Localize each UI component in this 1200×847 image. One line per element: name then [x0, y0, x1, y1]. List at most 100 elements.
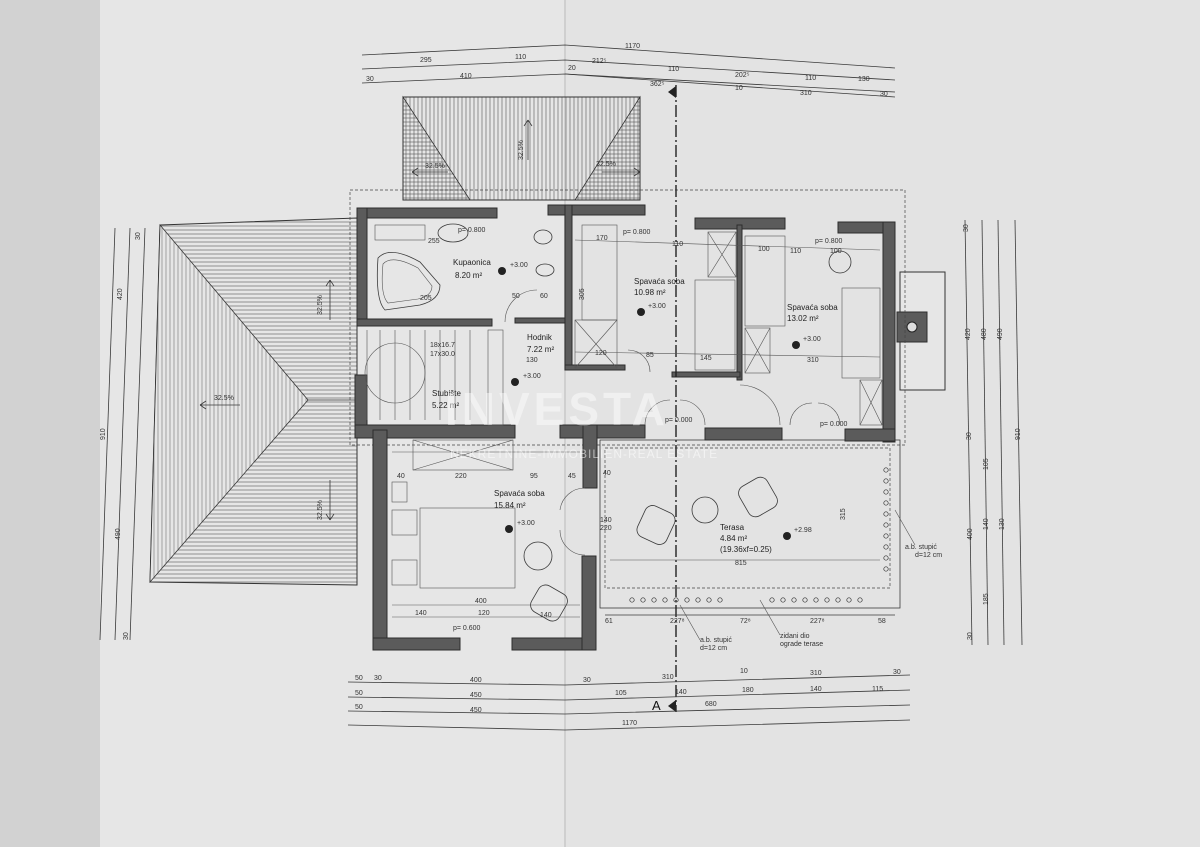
dim-label: 20	[568, 65, 576, 72]
svg-text:Kupaonica: Kupaonica	[453, 258, 491, 267]
svg-text:7.22 m²: 7.22 m²	[527, 345, 554, 354]
svg-text:32.5%: 32.5%	[518, 140, 525, 160]
svg-text:40: 40	[603, 470, 611, 477]
svg-text:Terasa: Terasa	[720, 523, 745, 532]
upper-outline	[349, 189, 906, 446]
svg-text:227⁸: 227⁸	[670, 618, 685, 625]
dim-label: 310	[810, 670, 822, 677]
svg-text:a.b. stupić: a.b. stupić	[905, 544, 937, 551]
svg-text:32.5%: 32.5%	[425, 163, 445, 170]
dim-label: 50	[355, 675, 363, 682]
sill-height: p= 0.800	[458, 227, 486, 234]
left-dimensions: 910 420 490 30 30	[100, 232, 142, 640]
inner-dimensions: 220 95 45 40 140 220 40 400 140 120 140 …	[397, 235, 886, 625]
terrace-railing	[629, 467, 889, 603]
paper-edge	[0, 0, 100, 847]
railing-post	[883, 500, 889, 506]
watermark-tagline: NEKRETNINE-IMMOBILIEN-REAL ESTATE	[450, 447, 718, 461]
svg-text:140: 140	[983, 518, 990, 530]
svg-text:315: 315	[840, 508, 847, 520]
svg-text:310: 310	[807, 357, 819, 364]
svg-text:d=12 cm: d=12 cm	[700, 645, 727, 652]
room-terrace: Terasa 4.84 m² (19.36xf=0.25) +2.98	[720, 523, 812, 554]
svg-text:+3.00: +3.00	[648, 303, 666, 310]
level-marker-icon	[498, 267, 506, 275]
railing-post	[706, 597, 712, 603]
dim-label: 10	[735, 85, 743, 92]
section-marker: A	[652, 698, 661, 713]
staircase	[364, 329, 504, 426]
svg-text:420: 420	[965, 328, 972, 340]
svg-text:32.5%: 32.5%	[317, 500, 324, 520]
svg-text:+3.00: +3.00	[523, 373, 541, 380]
dim-label: 680	[705, 701, 717, 708]
svg-text:145: 145	[700, 355, 712, 362]
svg-text:58: 58	[878, 618, 886, 625]
room-staircase: Stubište 5.22 m² 18x16.7 17x30.0	[430, 342, 461, 410]
sill-height: p= 0.600	[453, 625, 481, 632]
svg-text:490: 490	[997, 328, 1004, 340]
svg-text:185: 185	[983, 593, 990, 605]
dim-label: 30	[583, 677, 591, 684]
railing-post	[883, 555, 889, 561]
svg-text:72⁸: 72⁸	[740, 618, 751, 625]
svg-text:480: 480	[981, 328, 988, 340]
level-marker-icon	[783, 532, 791, 540]
svg-text:a.b. stupić: a.b. stupić	[700, 637, 732, 644]
svg-text:30: 30	[963, 224, 970, 232]
svg-text:Spavaća soba: Spavaća soba	[787, 303, 838, 312]
svg-text:60: 60	[540, 293, 548, 300]
svg-text:5.22 m²: 5.22 m²	[432, 401, 459, 410]
dim-label: 180	[742, 687, 754, 694]
svg-text:100: 100	[830, 248, 842, 255]
dim-label: 140	[675, 689, 687, 696]
svg-text:110: 110	[790, 248, 801, 255]
room-bedroom-1: Spavaća soba 10.98 m² +3.00	[634, 277, 685, 316]
room-hallway: Hodnik 7.22 m² +3.00	[511, 333, 554, 386]
section-arrow-top	[668, 86, 676, 98]
svg-text:910: 910	[100, 428, 107, 440]
svg-text:490: 490	[115, 528, 122, 540]
railing-post	[640, 597, 646, 603]
svg-text:+3.00: +3.00	[517, 520, 535, 527]
svg-text:400: 400	[475, 598, 487, 605]
terrace-inner	[604, 447, 891, 589]
svg-text:45: 45	[568, 473, 576, 480]
dim-top-total: 1170	[625, 43, 640, 50]
right-dimensions: 30 420 480 490 30 105 400 140 130 910 18…	[963, 224, 1022, 640]
svg-text:400: 400	[967, 528, 974, 540]
room-bathroom: Kupaonica 8.20 m² +3.00	[453, 258, 528, 280]
dim-label: 110	[805, 75, 816, 82]
svg-text:105: 105	[983, 458, 990, 470]
level-marker-icon	[505, 525, 513, 533]
dim-label: 410	[460, 73, 472, 80]
svg-text:10.98 m²: 10.98 m²	[634, 288, 666, 297]
railing-post	[695, 597, 701, 603]
railing-post	[780, 597, 786, 603]
sill-height: p= 0.800	[815, 238, 843, 245]
dim-label: 30	[880, 91, 888, 98]
bathroom-fixtures	[374, 223, 555, 323]
railing-annotation: zidani dio ograde terase	[759, 599, 823, 648]
svg-text:815: 815	[735, 560, 747, 567]
railing-post	[883, 489, 889, 495]
level-marker-icon	[637, 308, 645, 316]
svg-text:227⁸: 227⁸	[810, 618, 825, 625]
dim-label: 400	[470, 677, 482, 684]
dimension-lines	[99, 44, 1023, 731]
svg-text:+3.00: +3.00	[803, 336, 821, 343]
dim-label: 295	[420, 57, 432, 64]
dim-label: 310	[800, 90, 812, 97]
railing-post	[883, 566, 889, 572]
dim-label: 115	[872, 686, 883, 693]
railing-post	[629, 597, 635, 603]
svg-text:140: 140	[415, 610, 427, 617]
railing-post	[857, 597, 863, 603]
svg-text:220: 220	[455, 473, 467, 480]
svg-text:95: 95	[530, 473, 538, 480]
walls	[354, 204, 896, 651]
dim-label: 30	[374, 675, 382, 682]
svg-text:30: 30	[135, 232, 142, 240]
svg-text:30: 30	[123, 632, 130, 640]
dim-label: 30	[366, 76, 374, 83]
